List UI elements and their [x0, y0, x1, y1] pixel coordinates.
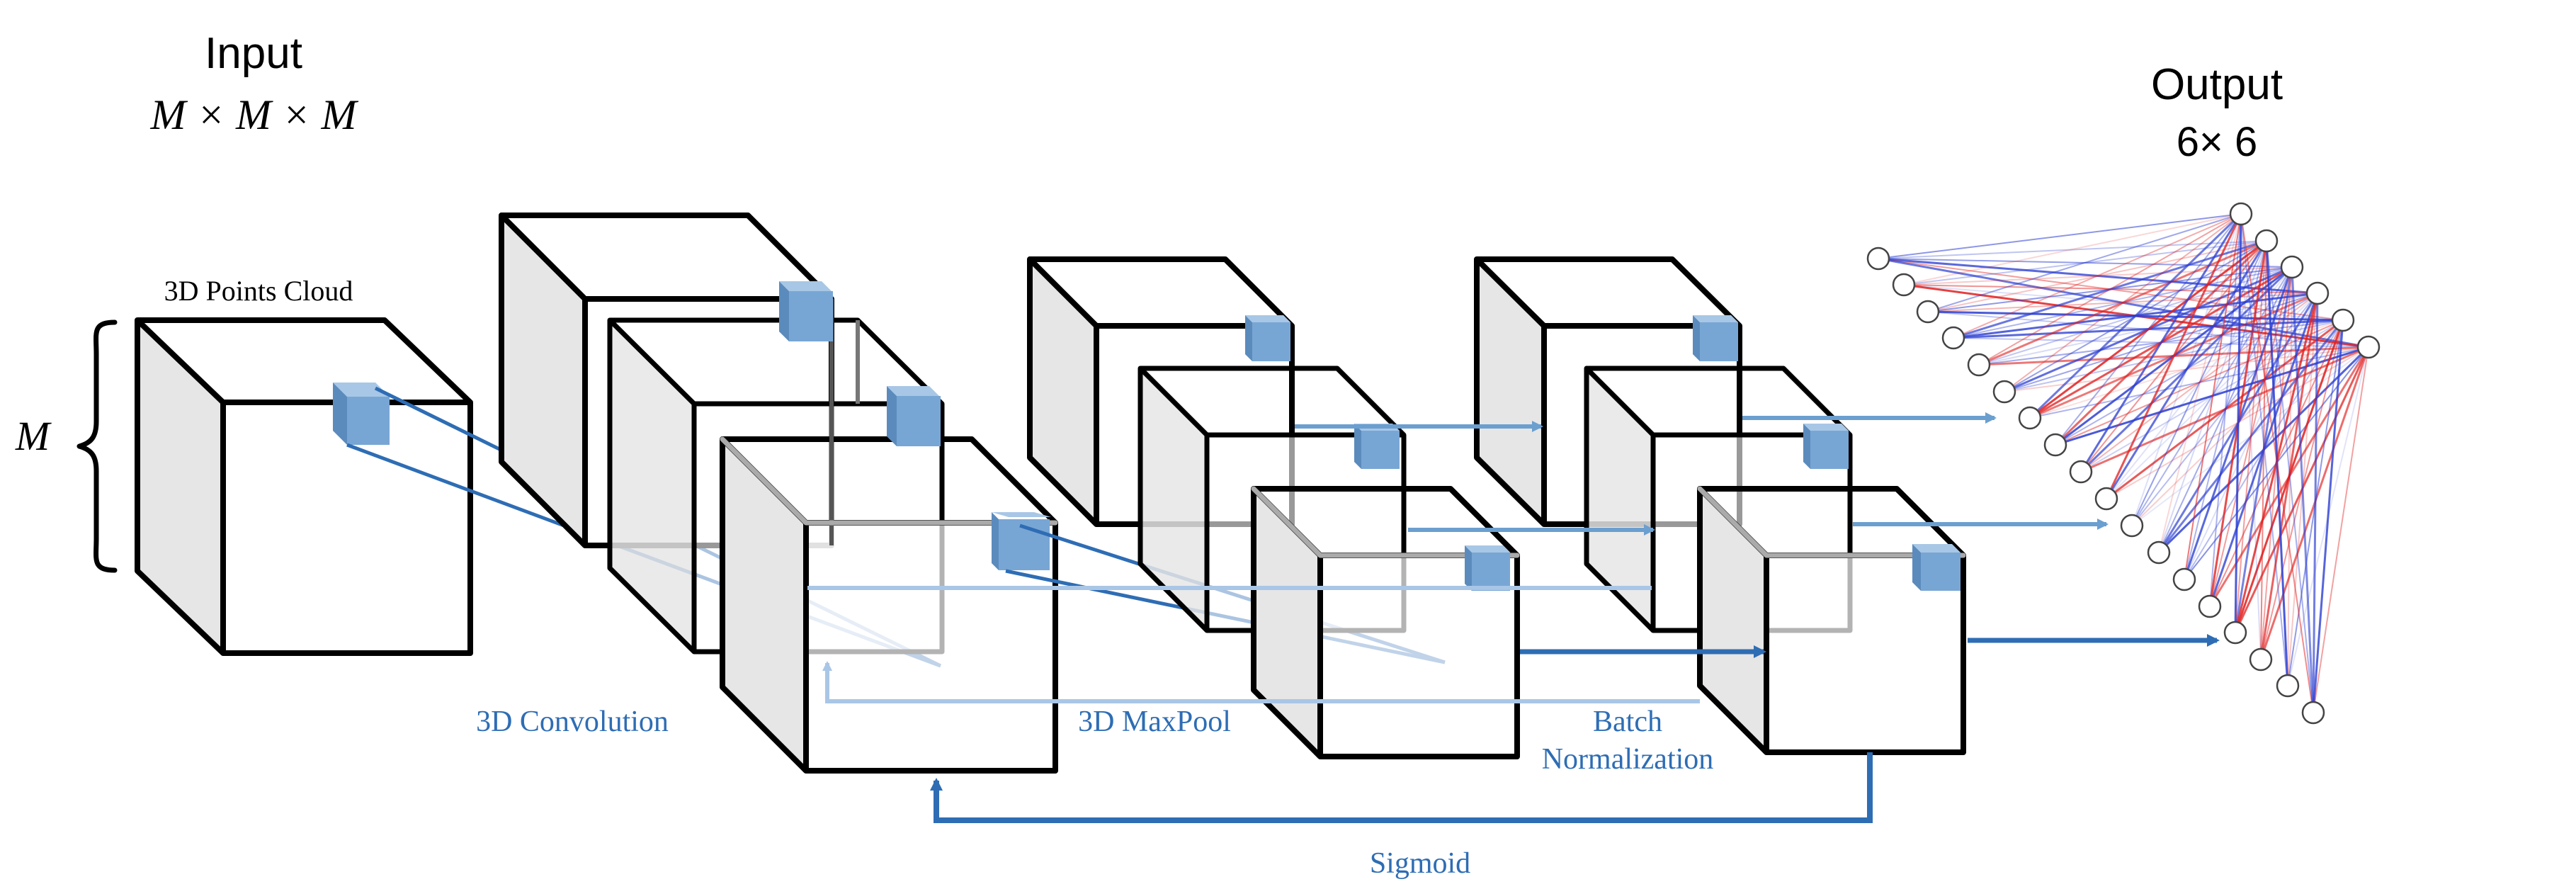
conv-kernel-icon-3	[992, 512, 1051, 570]
neuron-circle-icon	[2018, 406, 2042, 430]
neuron-circle-icon	[2094, 487, 2118, 511]
batchnorm-front-top-edge-light	[1697, 486, 1966, 558]
batchnorm-cube-front	[1697, 486, 1966, 755]
input-cube	[135, 317, 473, 656]
neuron-circle-icon	[1941, 326, 1965, 350]
neuron-circle-icon	[2229, 202, 2253, 226]
network-connection	[2209, 213, 2242, 607]
network-connection	[2240, 213, 2288, 686]
network-connection	[2313, 346, 2369, 713]
conv-kernel-icon-1	[779, 281, 833, 341]
conv-cube-front	[720, 436, 1058, 774]
network-connection	[2259, 293, 2319, 660]
input-kernel-icon	[333, 383, 390, 445]
network-connection	[2131, 240, 2267, 526]
neuron-circle-icon	[2280, 255, 2304, 279]
maxpool-label: 3D MaxPool	[1078, 706, 1231, 738]
conv-label: 3D Convolution	[476, 706, 669, 738]
points-cloud-label: 3D Points Cloud	[164, 275, 353, 307]
batchnorm-kernel-icon-1	[1693, 315, 1738, 361]
output-network-neurons	[1866, 202, 2381, 725]
network-connection	[2235, 240, 2267, 633]
network-connection	[2287, 266, 2293, 686]
conv-front-top-edge-light	[720, 436, 1058, 526]
input-formula: M × M × M	[150, 91, 359, 138]
maxpool-kernel-icon-1	[1245, 315, 1290, 361]
input-title: Input	[205, 29, 302, 78]
neuron-circle-icon	[2276, 674, 2300, 698]
batchnorm-kernel-icon-3	[1912, 544, 1961, 591]
network-connection	[2106, 266, 2293, 499]
neuron-circle-icon	[2043, 433, 2067, 457]
batchnorm-kernel-icon-2	[1803, 424, 1849, 469]
flow-arrow-light-return	[822, 661, 1700, 703]
neuron-circle-icon	[2198, 594, 2222, 618]
output-title: Output	[2151, 60, 2283, 109]
conv-kernel-icon-2	[887, 386, 941, 446]
network-connection	[2105, 213, 2242, 499]
neuron-circle-icon	[1916, 300, 1940, 324]
network-connection	[1953, 213, 2242, 339]
network-connection	[2240, 213, 2262, 660]
flow-arrow-sigmoid-feedback	[930, 752, 1873, 823]
batch-norm-label-line2: Normalization	[1542, 743, 1714, 776]
maxpool-kernel-icon-2	[1354, 424, 1400, 469]
neuron-circle-icon	[2249, 647, 2273, 672]
sigmoid-label: Sigmoid	[1370, 847, 1470, 880]
neuron-circle-icon	[2120, 514, 2144, 538]
network-connection	[2312, 293, 2319, 713]
network-connection	[1978, 213, 2242, 366]
maxpool-kernel-icon-3	[1465, 545, 1510, 591]
neuron-circle-icon	[1892, 273, 1916, 297]
neuron-circle-icon	[2356, 335, 2381, 359]
network-connection	[2131, 293, 2318, 526]
network-connection	[2029, 239, 2267, 419]
output-network-connections	[1878, 213, 2370, 713]
network-connection	[2157, 319, 2344, 553]
network-connection	[2291, 266, 2315, 713]
network-connection	[2029, 213, 2242, 419]
output-formula: 6× 6	[2177, 119, 2258, 165]
network-connection	[2266, 240, 2314, 713]
network-connection	[1903, 213, 2242, 285]
axis-m-label: M	[15, 413, 52, 459]
network-connection	[2209, 266, 2293, 607]
neuron-circle-icon	[1992, 380, 2016, 404]
network-connection	[2312, 319, 2344, 713]
neuron-circle-icon	[2254, 229, 2279, 253]
network-connection	[2158, 213, 2242, 553]
neuron-circle-icon	[2147, 540, 2171, 565]
network-connection	[2131, 213, 2242, 526]
network-connection	[2004, 213, 2242, 392]
maxpool-cube-front	[1251, 486, 1520, 759]
network-connection	[2234, 213, 2242, 633]
network-connection	[1878, 213, 2242, 259]
neuron-circle-icon	[2301, 701, 2325, 725]
network-connection	[1878, 240, 2267, 259]
neuron-circle-icon	[1866, 247, 1890, 271]
network-connection	[2260, 240, 2267, 660]
neuron-circle-icon	[1967, 353, 1991, 377]
batch-norm-label-line1: Batch	[1593, 706, 1662, 738]
m-dimension-brace	[76, 319, 118, 573]
network-connection	[2184, 213, 2242, 580]
neuron-circle-icon	[2331, 308, 2355, 332]
network-connection	[2240, 213, 2314, 713]
network-connection	[2080, 293, 2318, 472]
network-connection	[1927, 213, 2242, 312]
network-connection	[2055, 213, 2242, 446]
network-connection	[1927, 240, 2267, 312]
maxpool-front-top-edge-light	[1251, 486, 1520, 558]
neuron-circle-icon	[2172, 567, 2196, 591]
network-connection	[1878, 258, 2293, 268]
neuron-circle-icon	[2069, 460, 2093, 484]
network-connection	[2079, 213, 2242, 472]
neuron-circle-icon	[2305, 281, 2330, 305]
neuron-circle-icon	[2223, 621, 2247, 645]
